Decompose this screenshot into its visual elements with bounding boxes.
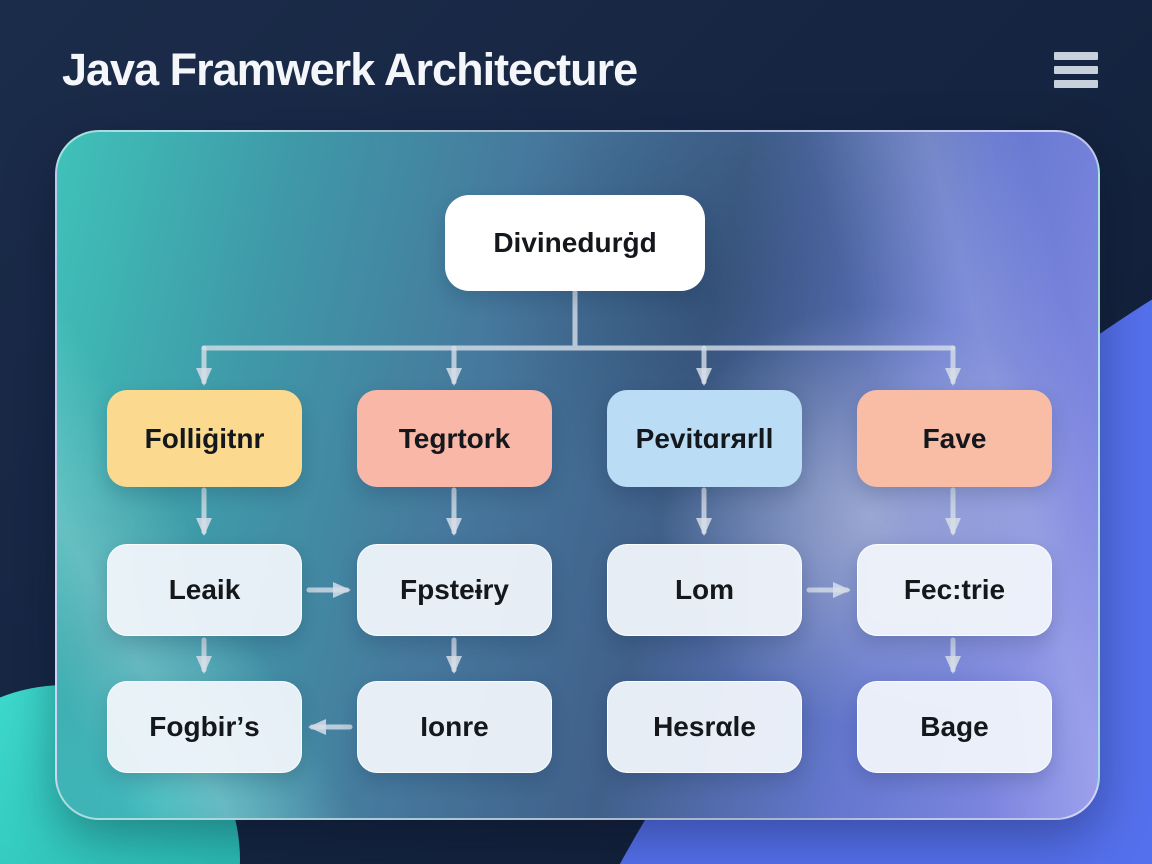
node-col1-bottom: Fogbirʼs — [107, 681, 302, 773]
node-col4-top: Fave — [857, 390, 1052, 487]
node-col4-mid: Fec:trie — [857, 544, 1052, 636]
node-col1-top: Folliġitnr — [107, 390, 302, 487]
node-col2-mid: Fpsteɨry — [357, 544, 552, 636]
page-title: Java Framwerk Architecture — [62, 44, 638, 95]
diagram-panel: Divinedurġd Folliġitnr Leaik Fogbirʼs Te… — [55, 130, 1100, 820]
diagram-connectors — [196, 289, 961, 735]
node-col1-mid: Leaik — [107, 544, 302, 636]
node-col2-top: Tegrtork — [357, 390, 552, 487]
node-root: Divinedurġd — [445, 195, 705, 291]
node-col4-bottom: Bage — [857, 681, 1052, 773]
hamburger-icon[interactable] — [1054, 52, 1098, 88]
hamburger-bar — [1054, 80, 1098, 88]
node-col3-bottom: Hesrαle — [607, 681, 802, 773]
node-col3-mid: Lom — [607, 544, 802, 636]
node-col2-bottom: Ionre — [357, 681, 552, 773]
hamburger-bar — [1054, 66, 1098, 74]
hamburger-bar — [1054, 52, 1098, 60]
node-col3-top: Pevitɑrᴙrll — [607, 390, 802, 487]
edge-root-stem — [201, 289, 956, 351]
